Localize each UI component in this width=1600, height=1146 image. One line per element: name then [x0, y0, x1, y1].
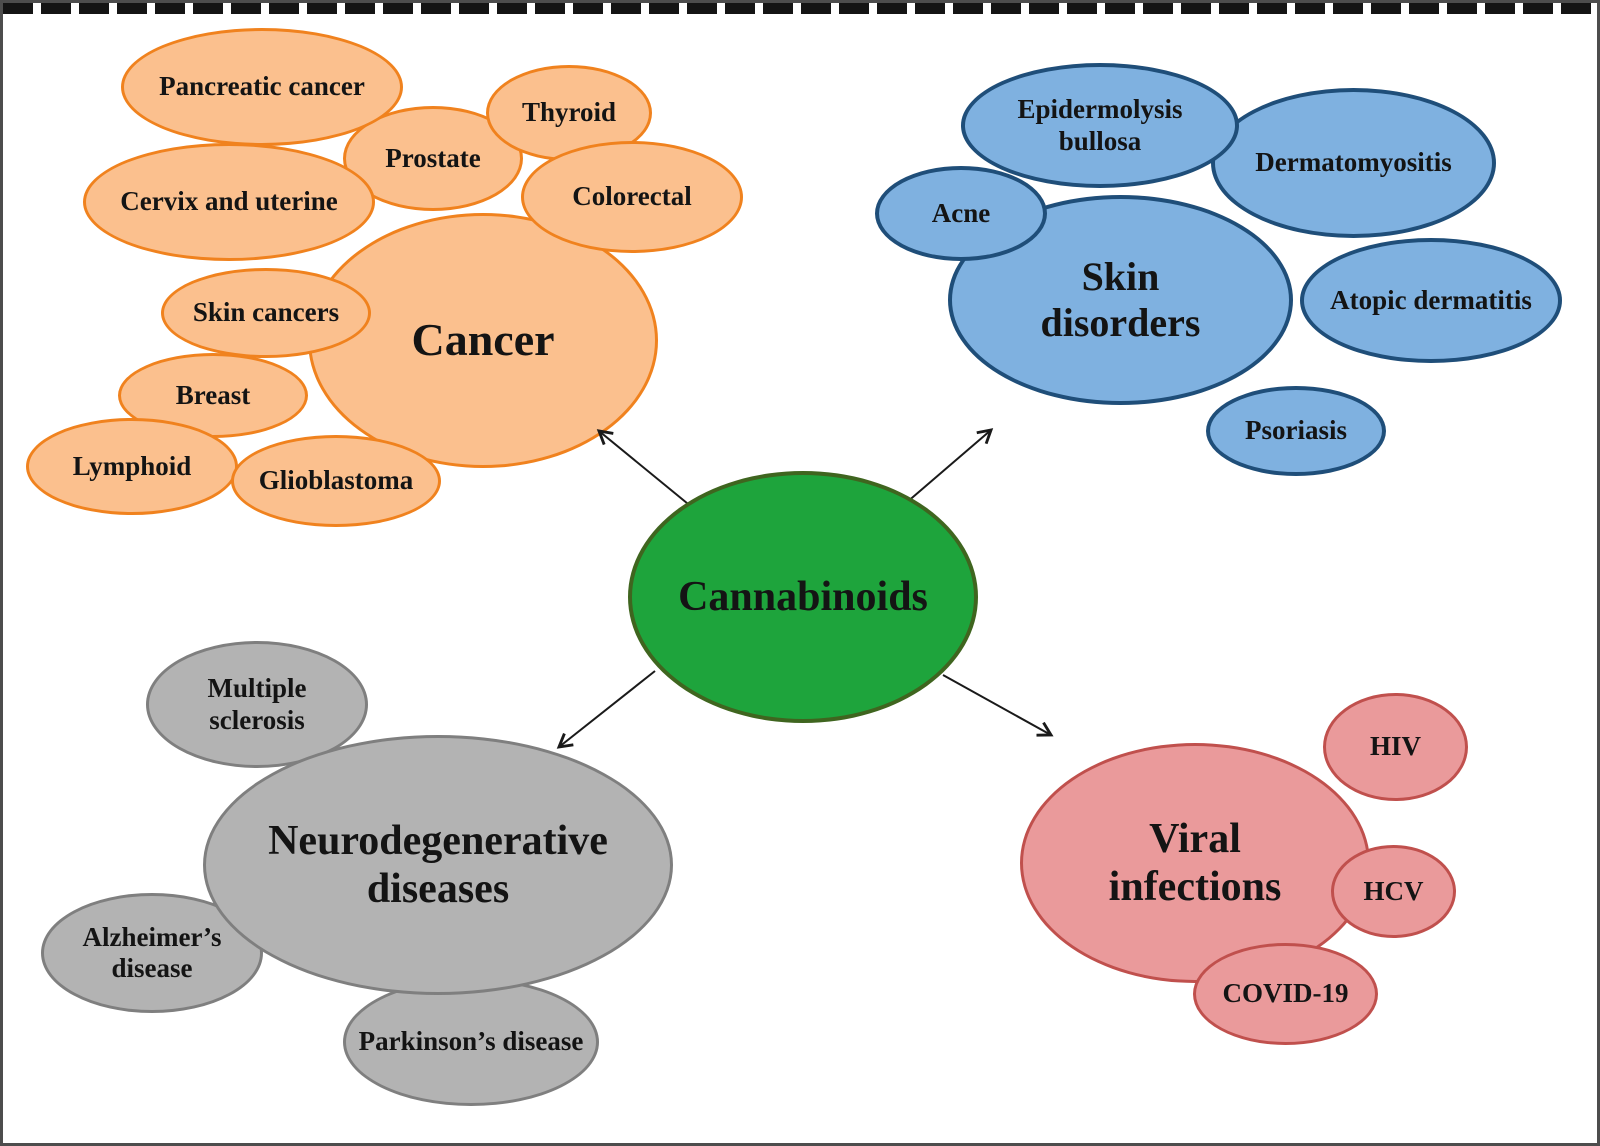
- node-lymphoid: Lymphoid: [26, 418, 238, 515]
- node-cervix-and-uterine: Cervix and uterine: [83, 143, 375, 261]
- node-epidermolysis-bullosa: Epidermolysis bullosa: [961, 63, 1239, 188]
- node-multiple-sclerosis: Multiple sclerosis: [146, 641, 368, 768]
- node-dermatomyositis: Dermatomyositis: [1211, 88, 1496, 238]
- node-atopic-dermatitis: Atopic dermatitis: [1300, 238, 1562, 363]
- node-glioblastoma: Glioblastoma: [231, 435, 441, 527]
- node-hiv: HIV: [1323, 693, 1468, 801]
- arrow-to-viral-infections: [942, 674, 1054, 737]
- node-neurodegenerative-main: Neurodegenerative diseases: [203, 735, 673, 995]
- arrow-to-neurodegenerative: [556, 670, 656, 749]
- node-pancreatic-cancer: Pancreatic cancer: [121, 28, 403, 146]
- node-skin-cancers: Skin cancers: [161, 268, 371, 358]
- node-hcv: HCV: [1331, 845, 1456, 938]
- arrow-to-skin-disorders: [905, 428, 994, 504]
- node-psoriasis: Psoriasis: [1206, 386, 1386, 476]
- arrow-to-cancer: [596, 429, 694, 509]
- node-parkinsons-disease: Parkinson’s disease: [343, 978, 599, 1106]
- node-cannabinoids-center: Cannabinoids: [628, 471, 978, 723]
- node-colorectal: Colorectal: [521, 141, 743, 253]
- node-cancer-main: Cancer: [308, 213, 658, 468]
- figure-top-edge-decoration: [3, 3, 1597, 14]
- node-covid-19: COVID-19: [1193, 943, 1378, 1045]
- node-acne: Acne: [875, 166, 1047, 261]
